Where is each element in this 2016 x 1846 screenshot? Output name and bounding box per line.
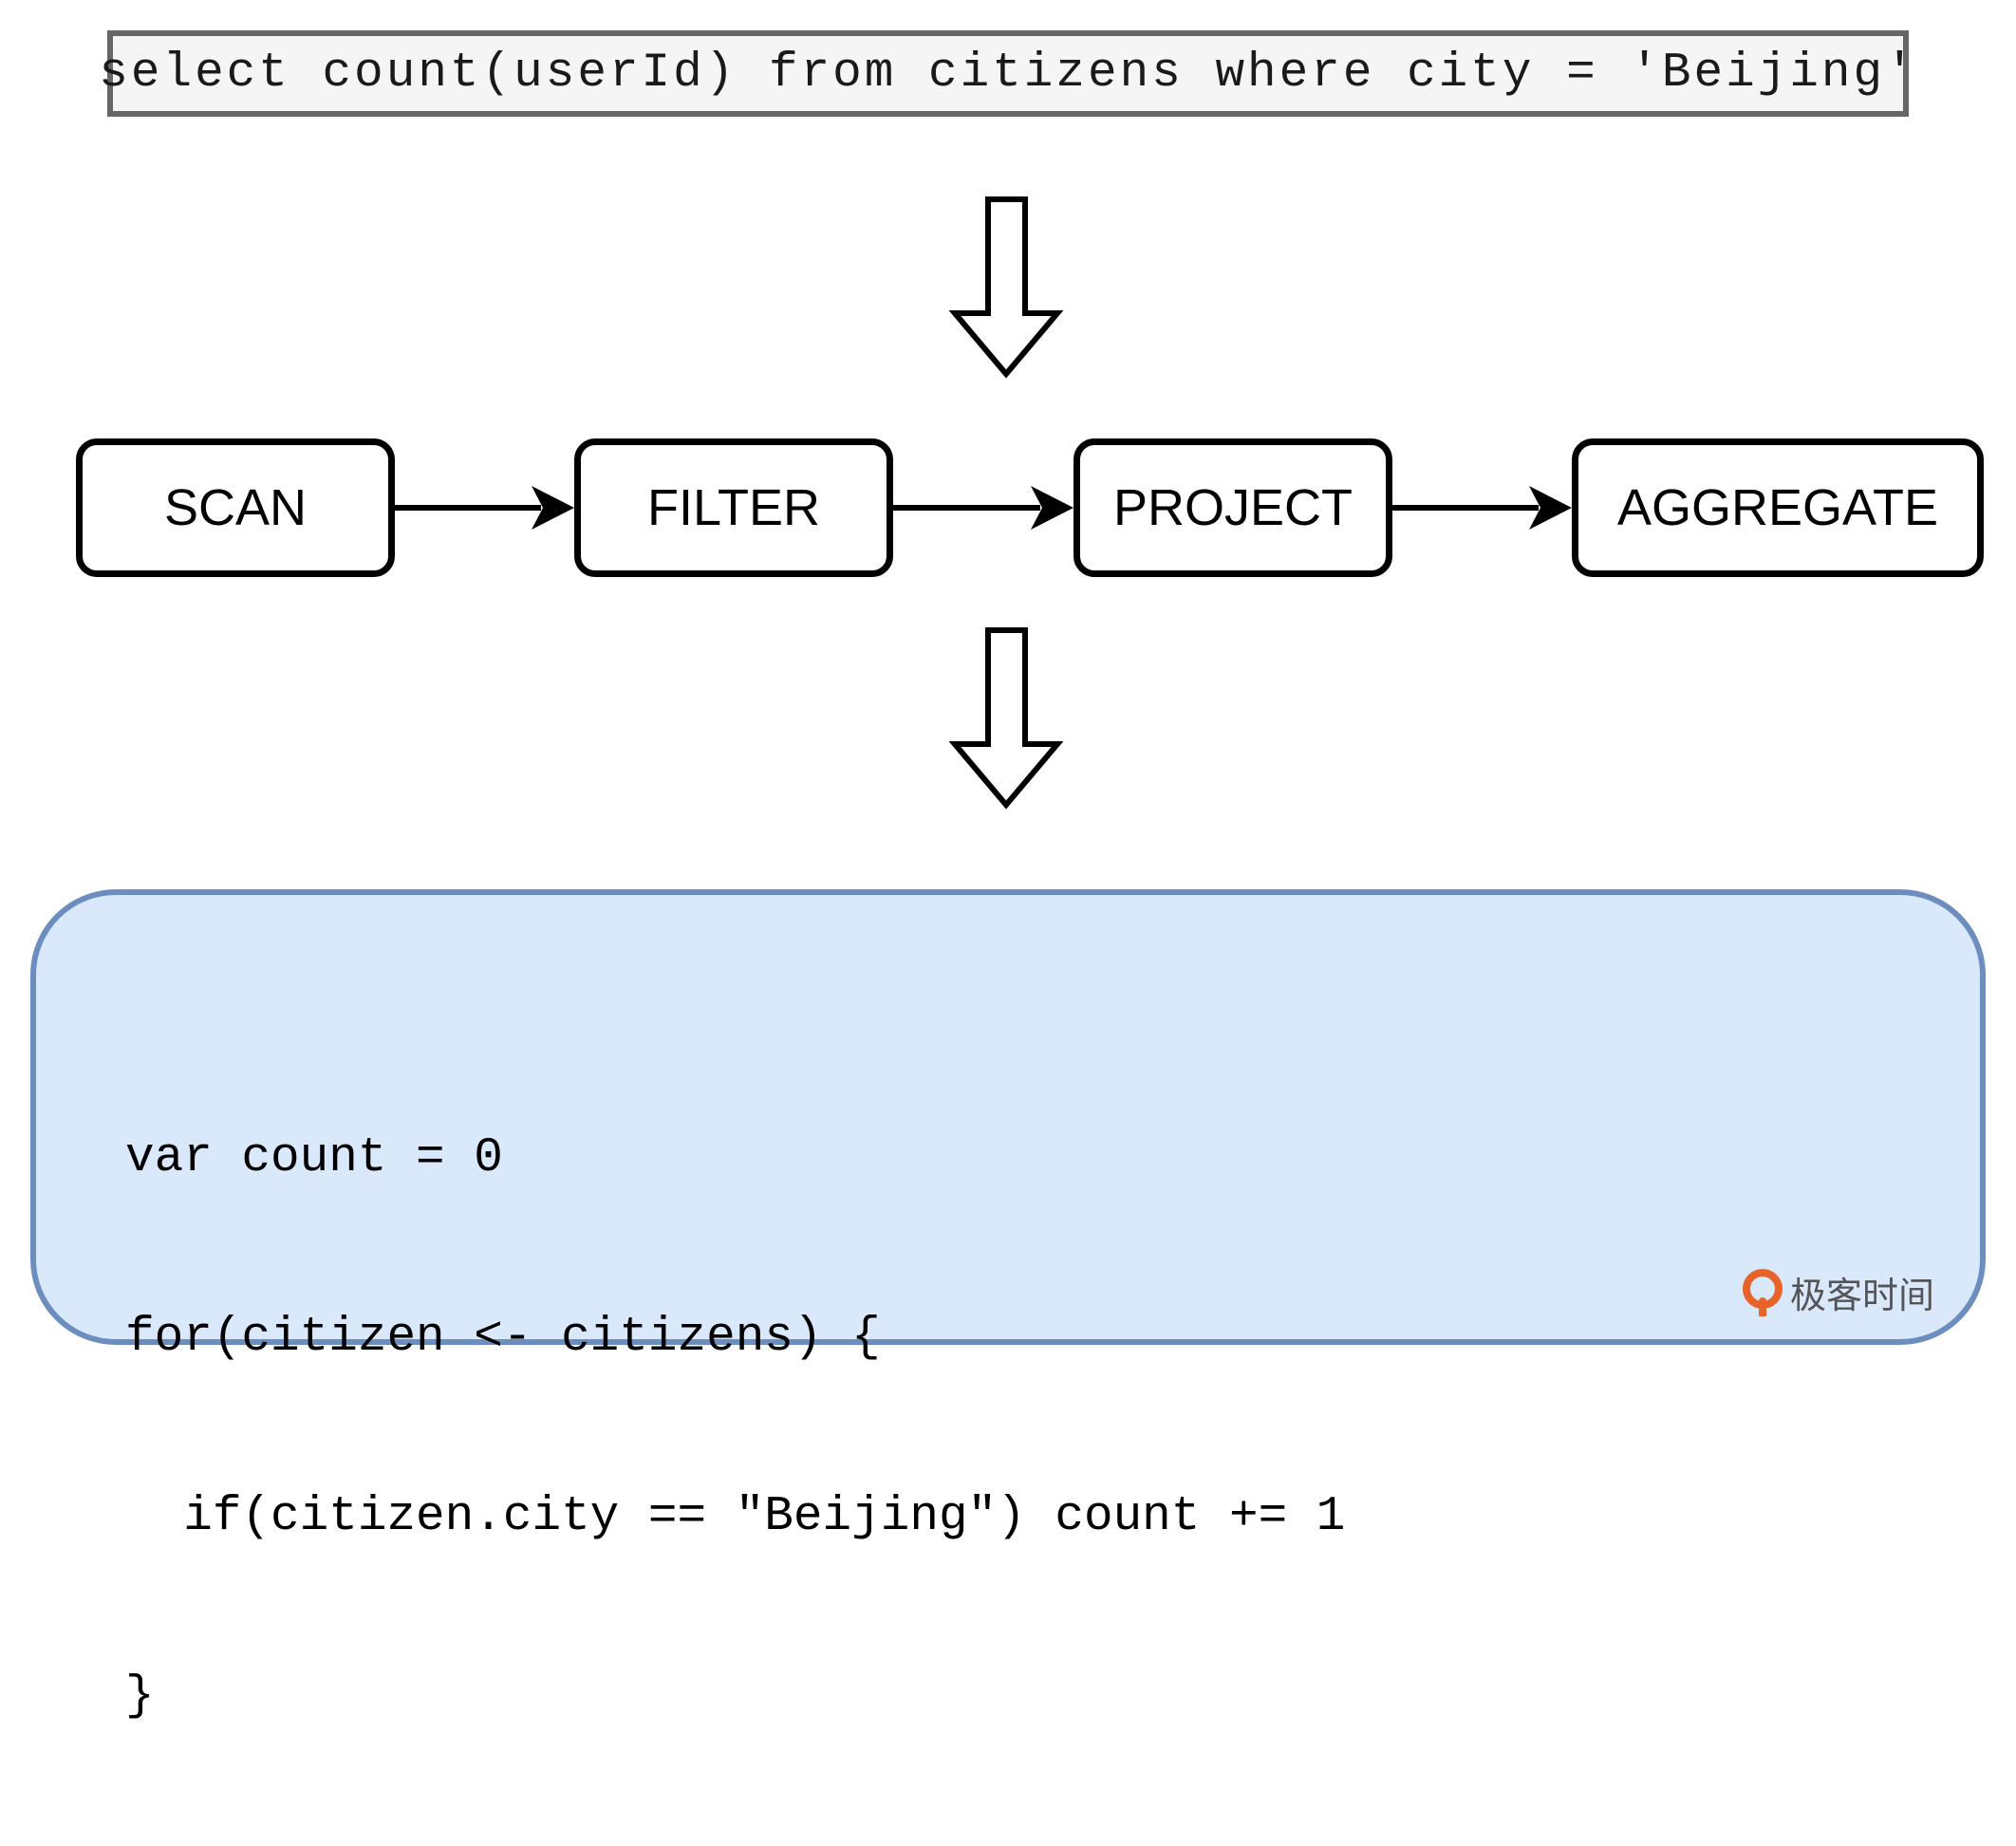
code-block: var count = 0 for(citizen <- citizens) {… <box>125 1009 1345 1846</box>
sql-query-box: select count(userId) from citizens where… <box>99 30 1914 117</box>
code-line: if(citizen.city == "Beijing") count += 1 <box>125 1490 1346 1544</box>
generated-code-box: var count = 0 for(citizen <- citizens) {… <box>30 889 1986 1724</box>
connector-project-aggregate <box>1392 486 1572 530</box>
code-line: for(citizen <- citizens) { <box>125 1311 881 1365</box>
brand-text: 极客时间 <box>1789 1275 1934 1316</box>
brand-watermark: 极客时间 <box>1741 1266 1934 1318</box>
stage-aggregate-label: AGGREGATE <box>1616 479 1939 536</box>
connector-filter-project <box>893 486 1073 530</box>
connector-scan-filter <box>395 486 574 530</box>
sql-query-text: select count(userId) from citizens where… <box>99 47 1917 101</box>
stage-filter-label: FILTER <box>646 479 820 536</box>
brand-logo-icon <box>1742 1268 1783 1316</box>
stage-filter: FILTER <box>574 438 893 577</box>
code-line: var count = 0 <box>125 1131 503 1185</box>
down-arrow-bottom <box>948 627 1064 810</box>
down-arrow-top <box>948 196 1064 379</box>
diagram-arrows <box>395 196 1572 810</box>
stage-project: PROJECT <box>1073 438 1392 577</box>
stage-scan-label: SCAN <box>163 479 308 536</box>
stage-scan: SCAN <box>76 438 395 577</box>
code-line: } <box>125 1669 155 1724</box>
stage-aggregate: AGGREGATE <box>1572 438 1984 577</box>
stage-project-label: PROJECT <box>1112 479 1353 536</box>
